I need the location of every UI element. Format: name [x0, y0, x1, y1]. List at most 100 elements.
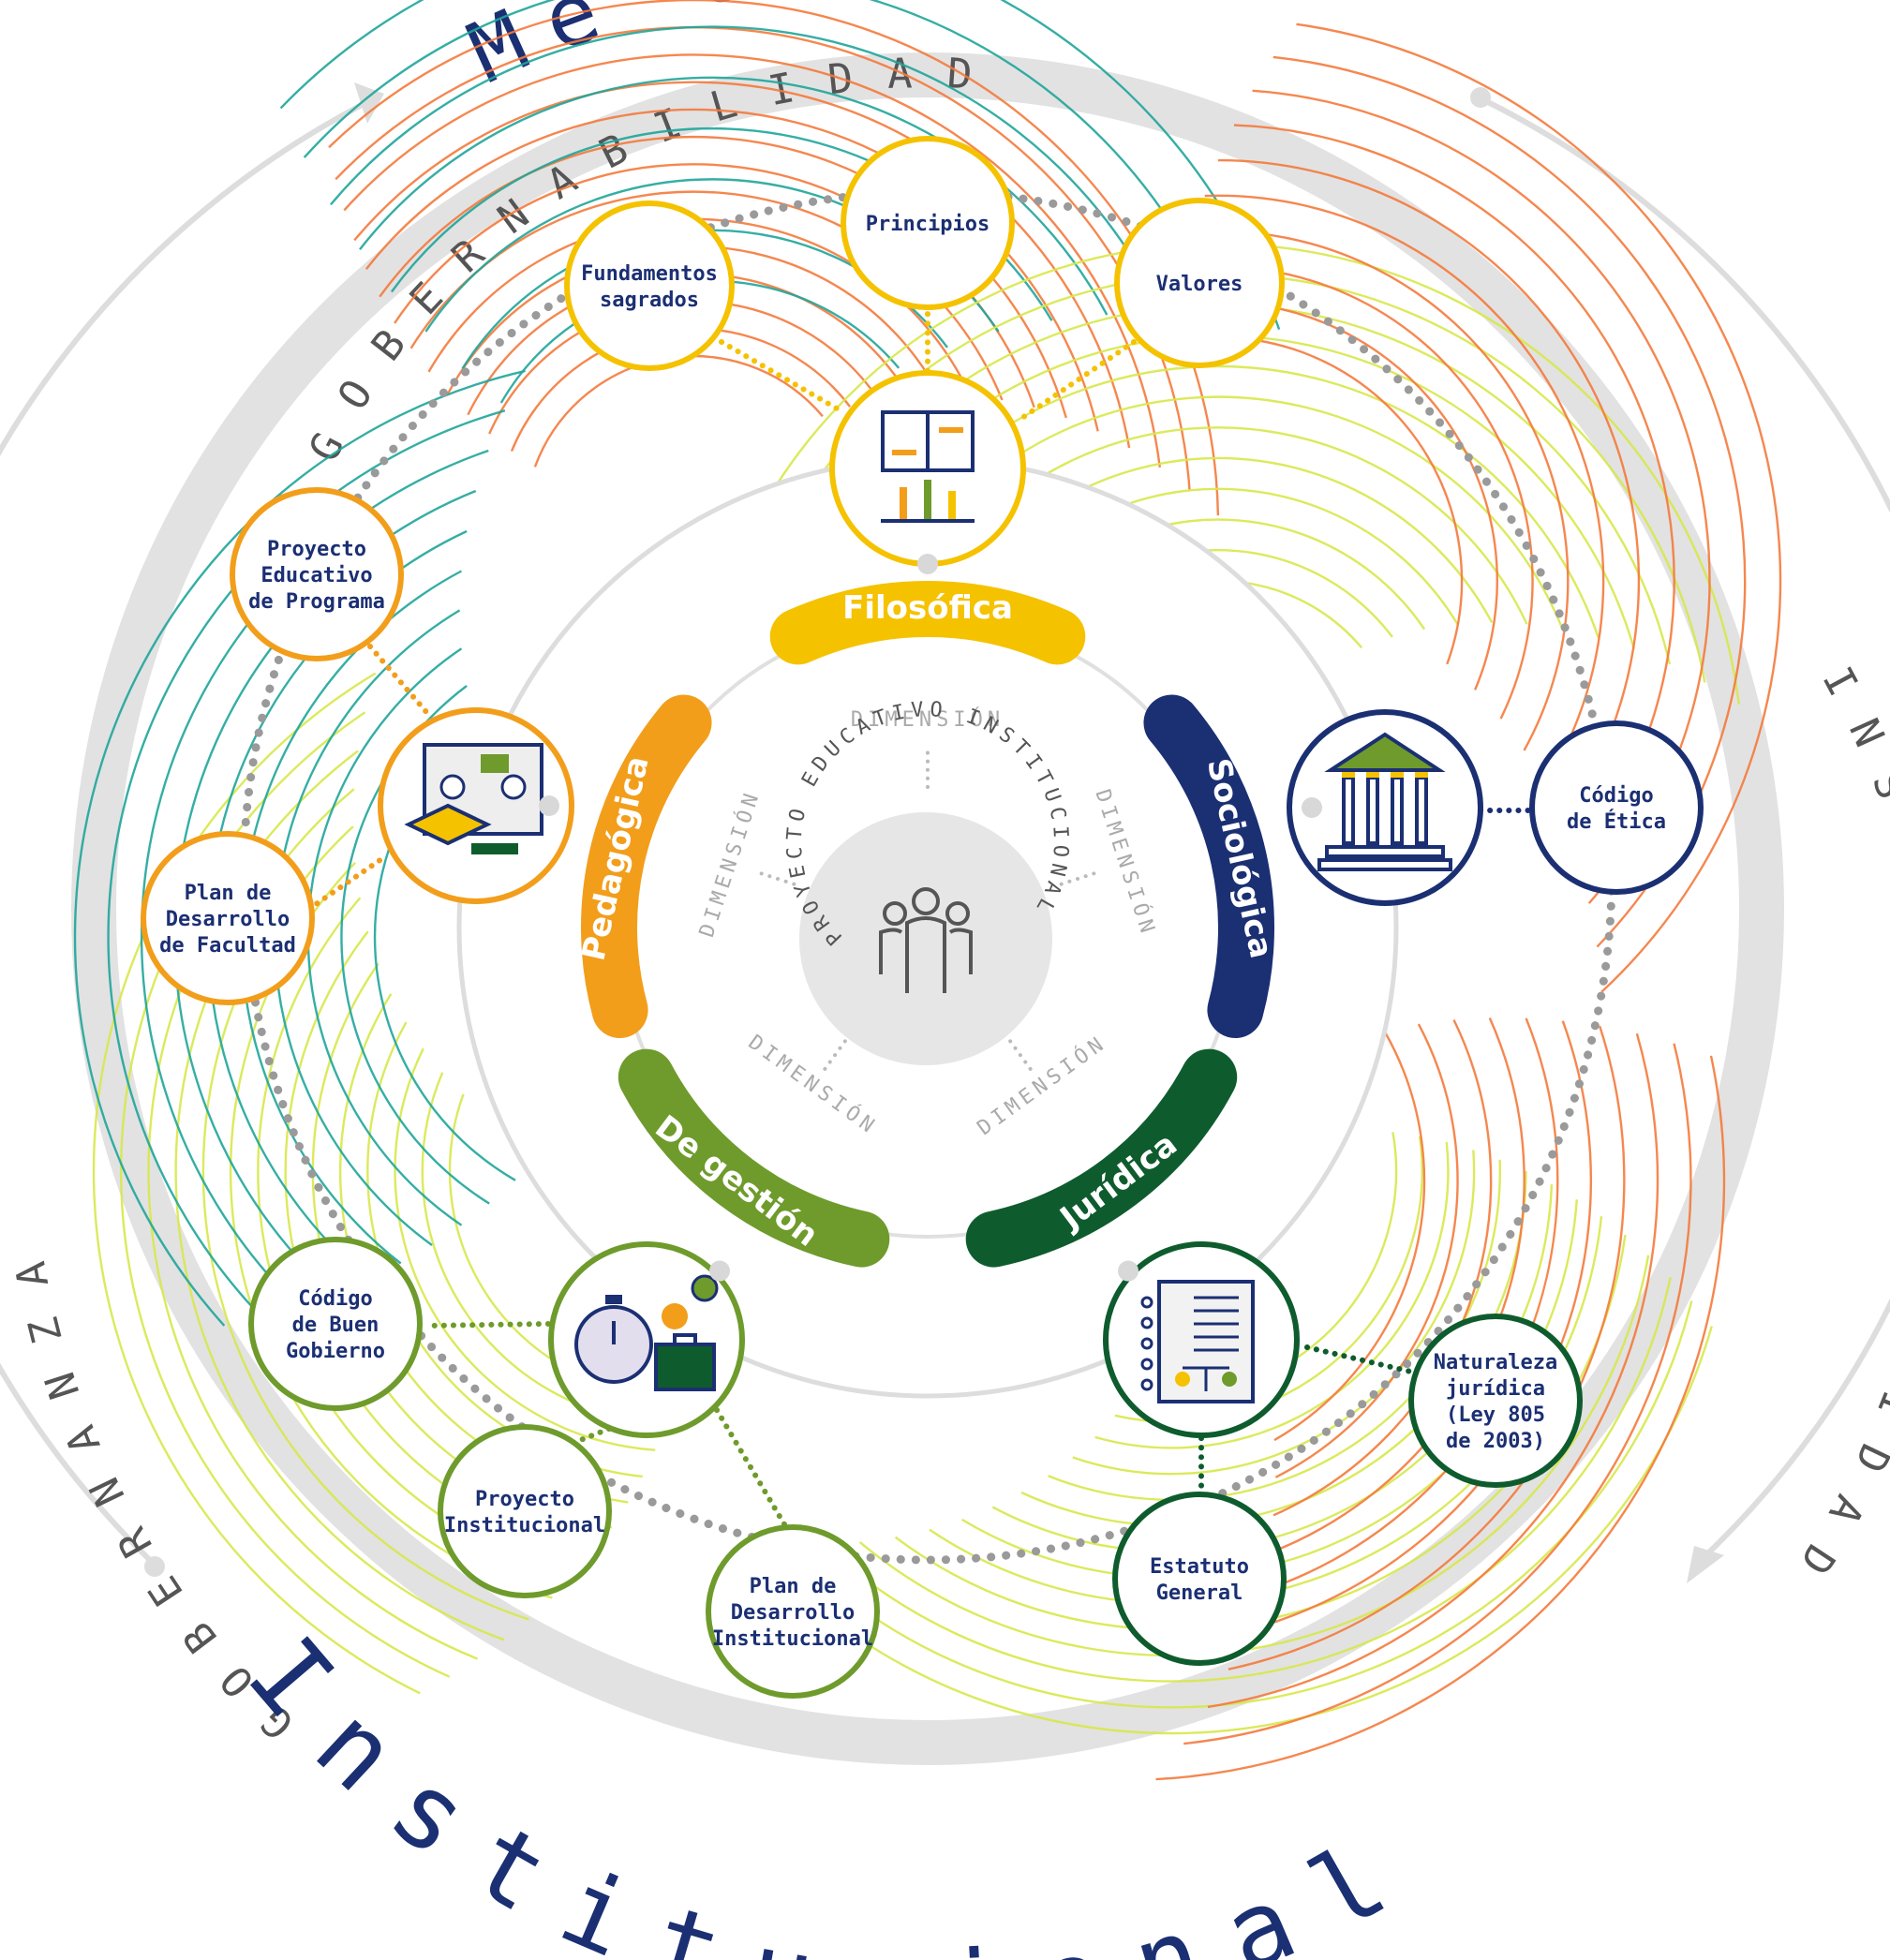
swirl-line	[394, 1047, 656, 1451]
hub-sociologica	[1287, 709, 1483, 906]
legal-document-icon	[1140, 1280, 1255, 1403]
swirl-line	[359, 76, 1109, 316]
satellite-label-line: Principios	[866, 213, 990, 236]
arc-dot-left	[144, 1556, 165, 1577]
dimension-arc-juridica	[965, 1048, 1238, 1268]
stopwatch-briefcase-icon	[574, 1274, 719, 1391]
hub-pedagogica	[378, 707, 574, 904]
swirl-line	[1204, 194, 1605, 786]
swirl-line	[343, 53, 1161, 468]
hub-circles	[378, 370, 1483, 1438]
swirl-line	[894, 1234, 1627, 1631]
satellite-label-line: Proyecto	[475, 1488, 574, 1511]
hub-anchor-dot	[1118, 1260, 1138, 1282]
arc-dot-right	[1470, 87, 1491, 108]
satellite-label-line: Naturaleza	[1434, 1351, 1557, 1374]
satellite-label-line: Código	[298, 1287, 372, 1311]
dimension-tick	[1008, 1039, 1034, 1074]
satellite-label-line: de Facultad	[159, 934, 296, 958]
satellite-label-line: General	[1156, 1581, 1243, 1605]
satellite-label-line: Plan de	[185, 882, 272, 905]
swirl-line	[1193, 230, 1570, 751]
swirl-line	[1155, 1055, 1726, 1781]
satellite-label-line: Fundamentos	[581, 262, 718, 286]
dimension-tick	[756, 870, 796, 886]
hub-anchor-dot	[917, 554, 938, 574]
swirl-line	[379, 135, 1067, 419]
swirl-line	[960, 1199, 1578, 1580]
satellite-circles: Fundamentos sagrados PrincipiosValoresCódi…	[141, 136, 1704, 1699]
swirl-line	[1296, 22, 1782, 993]
satellite-label-line: Institucional	[444, 1514, 605, 1537]
swirl-line	[858, 1255, 1650, 1657]
dimension-arc-filosofica	[769, 581, 1086, 665]
satellite-principios: Principios	[841, 136, 1015, 310]
arc-arrow-right	[1479, 96, 1890, 1567]
satellite-label-line: Valores	[1156, 273, 1243, 296]
book-columns-icon	[881, 410, 975, 523]
satellite-label-line: Institucional	[712, 1627, 873, 1651]
satellite-naturaleza: Naturaleza jurídica(Ley 805 de 2003)	[1408, 1314, 1583, 1488]
swirl-line	[1072, 1150, 1476, 1476]
hub-juridica	[1103, 1241, 1300, 1438]
satellite-connectors	[306, 302, 1540, 1532]
satellite-label-line: sagrados	[600, 289, 699, 312]
satellite-label-line: de Programa	[248, 590, 385, 614]
swirl-line	[1207, 1032, 1659, 1709]
hub-filosofica	[829, 370, 1026, 574]
swirl-line	[1272, 1018, 1493, 1517]
swirl-line	[1233, 124, 1675, 863]
swirl-line	[303, 0, 1223, 320]
swirl-line	[1184, 265, 1534, 720]
satellite-label-line: (Ley 805	[1446, 1403, 1545, 1427]
hub-anchor-dot	[539, 795, 559, 816]
dimension-arc-sociologica	[1143, 694, 1274, 1038]
swirl-line	[427, 217, 972, 396]
dimension-arc-gestion	[618, 1048, 890, 1268]
swirl-line	[92, 672, 421, 1695]
satellite-label-line: de Buen	[292, 1314, 379, 1337]
dimension-label-filosofica: Filosófica	[842, 589, 1013, 627]
satellite-label-line: Educativo	[260, 564, 372, 587]
swirl-line	[929, 1216, 1603, 1605]
hub-anchor-dot	[709, 1260, 730, 1282]
swirl-line	[279, 0, 1281, 330]
swirl-line	[73, 369, 526, 1327]
swirl-line	[365, 108, 1099, 432]
swirl-line	[1273, 1030, 1426, 1442]
swirl-line	[1183, 1043, 1692, 1745]
dimension-tick	[1059, 870, 1099, 886]
satellite-valores: Valores	[1114, 198, 1285, 368]
satellite-label-line: de Ética	[1567, 809, 1666, 834]
institution-building-icon	[1317, 732, 1452, 871]
dimension-arc-pedagogica	[581, 694, 712, 1038]
swirl-line	[107, 409, 506, 1318]
swirl-line	[353, 81, 1131, 449]
satellite-label-line: Proyecto	[267, 538, 366, 561]
center-disc	[799, 812, 1052, 1065]
swirl-line	[1094, 1141, 1450, 1449]
satellite-label-line: Código	[1579, 784, 1653, 808]
satellite-label-line: de 2003)	[1446, 1430, 1545, 1453]
swirl-line	[746, 1326, 1713, 1735]
swirl-line	[730, 242, 1740, 705]
hub-gestion	[548, 1241, 745, 1438]
arrow-head-left	[354, 82, 384, 124]
dimension-word: DIMENSIÓN	[851, 707, 1005, 732]
swirl-line	[1020, 1170, 1527, 1527]
satellite-label-line: jurídica	[1446, 1377, 1545, 1401]
hub-anchor-dot	[1302, 797, 1322, 818]
graduation-screen-icon	[404, 743, 543, 854]
satellite-label-line: Estatuto	[1150, 1555, 1249, 1579]
satellite-label-line: Gobierno	[286, 1340, 385, 1363]
swirl-line	[784, 1300, 1693, 1709]
people-icon	[879, 887, 973, 993]
swirl-line	[1217, 158, 1641, 824]
